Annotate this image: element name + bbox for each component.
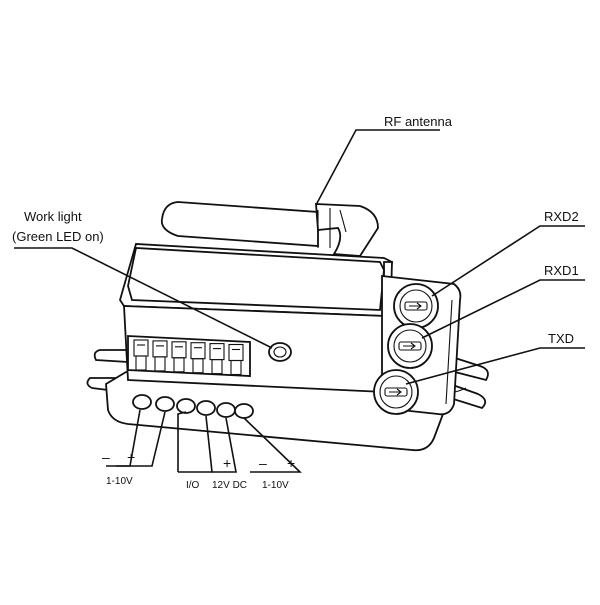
terminal-block <box>127 335 251 377</box>
label-rxd2: RXD2 <box>544 209 579 224</box>
rf-antenna-body <box>160 201 379 257</box>
rotary-switch-rxd2[interactable] <box>393 283 439 329</box>
terminal-minus-2: – <box>259 455 267 471</box>
terminal-clamp[interactable] <box>133 339 149 371</box>
terminal-clamp[interactable] <box>152 340 168 372</box>
leader-lines <box>14 129 585 385</box>
terminal-range-2: 1-10V <box>262 480 289 491</box>
terminal-clamp[interactable] <box>171 341 187 373</box>
rotary-switch-rxd1[interactable] <box>387 323 433 369</box>
terminal-io: I/O <box>186 480 200 491</box>
label-txd: TXD <box>548 331 574 346</box>
terminal-minus-1: – <box>102 449 110 465</box>
label-rxd1: RXD1 <box>544 263 579 278</box>
terminal-clamp[interactable] <box>190 342 206 374</box>
terminal-clamp[interactable] <box>209 343 225 375</box>
rotary-switch-txd[interactable] <box>373 369 419 415</box>
right-cable-stubs <box>446 356 489 410</box>
terminal-screws[interactable] <box>132 394 254 419</box>
work-light-led <box>268 342 292 362</box>
label-work-light: Work light <box>24 209 82 224</box>
terminal-12v-dc: 12V DC <box>212 480 247 491</box>
terminal-range-1: 1-10V <box>106 476 133 487</box>
terminal-plus-12v: + <box>223 455 231 471</box>
terminal-plus-1: + <box>127 449 135 465</box>
label-rf-antenna: RF antenna <box>384 114 453 129</box>
terminal-plus-2: + <box>287 455 295 471</box>
upper-lid <box>127 247 385 311</box>
terminal-clamp[interactable] <box>228 343 244 376</box>
terminal-leads <box>106 409 302 473</box>
label-green-led: (Green LED on) <box>12 229 104 244</box>
